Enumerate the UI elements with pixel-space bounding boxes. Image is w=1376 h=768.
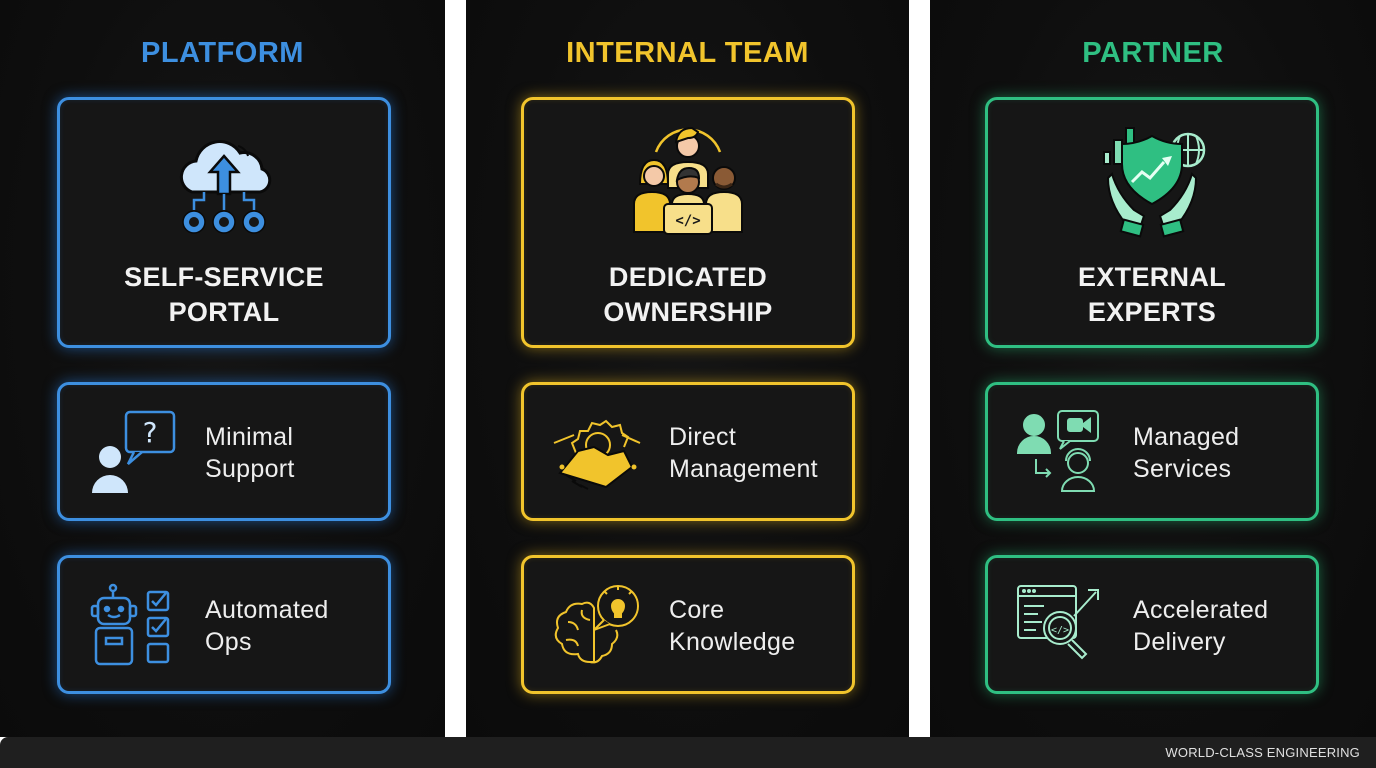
brain-lightbulb-icon xyxy=(552,582,642,668)
partner-column: PARTNER EXTERNAL EXPERTS xyxy=(930,0,1376,737)
automated-ops-card: Automated Ops xyxy=(57,555,391,694)
minimal-support-card: ? Minimal Support xyxy=(57,382,391,521)
hero-label: DEDICATED OWNERSHIP xyxy=(603,262,773,327)
item-label: Accelerated Delivery xyxy=(1133,596,1269,656)
self-service-portal-card: SELF-SERVICE PORTAL xyxy=(57,97,391,348)
svg-text:</>: </> xyxy=(1051,625,1069,636)
item-label: Managed Services xyxy=(1133,423,1240,483)
robot-checklist-icon xyxy=(88,582,178,668)
item-label: Direct Management xyxy=(669,423,818,483)
hero-label: EXTERNAL EXPERTS xyxy=(1078,262,1226,327)
platform-title: PLATFORM xyxy=(141,37,304,69)
svg-text:</>: </> xyxy=(675,213,700,229)
item-label: Core Knowledge xyxy=(669,596,796,656)
item-label: Automated Ops xyxy=(205,596,329,656)
footer-bar: WORLD-CLASS ENGINEERING xyxy=(0,737,1376,768)
partner-title: PARTNER xyxy=(1082,37,1224,69)
footer-tagline: WORLD-CLASS ENGINEERING xyxy=(1165,745,1360,760)
dedicated-ownership-card: </> DEDICATED OWNERSHIP xyxy=(521,97,855,348)
support-agent-video-icon xyxy=(1016,409,1106,495)
shield-hands-globe-icon xyxy=(1092,122,1212,242)
platform-column: PLATFORM SELF-SERVICE PORTAL ? xyxy=(0,0,445,737)
managed-services-card: Managed Services xyxy=(985,382,1319,521)
accelerated-delivery-card: </> Accelerated Delivery xyxy=(985,555,1319,694)
item-label: Minimal Support xyxy=(205,423,295,483)
internal-team-title: INTERNAL TEAM xyxy=(566,37,809,69)
hero-label: SELF-SERVICE PORTAL xyxy=(124,262,324,327)
svg-text:?: ? xyxy=(143,416,158,449)
direct-management-card: Direct Management xyxy=(521,382,855,521)
team-laptop-icon: </> xyxy=(628,122,748,242)
core-knowledge-card: Core Knowledge xyxy=(521,555,855,694)
internal-team-column: INTERNAL TEAM </> DEDICATED xyxy=(466,0,909,737)
external-experts-card: EXTERNAL EXPERTS xyxy=(985,97,1319,348)
handshake-gear-icon xyxy=(552,409,642,495)
code-magnifier-icon: </> xyxy=(1016,582,1106,668)
user-question-icon: ? xyxy=(88,409,178,495)
cloud-upload-gears-icon xyxy=(164,122,284,242)
